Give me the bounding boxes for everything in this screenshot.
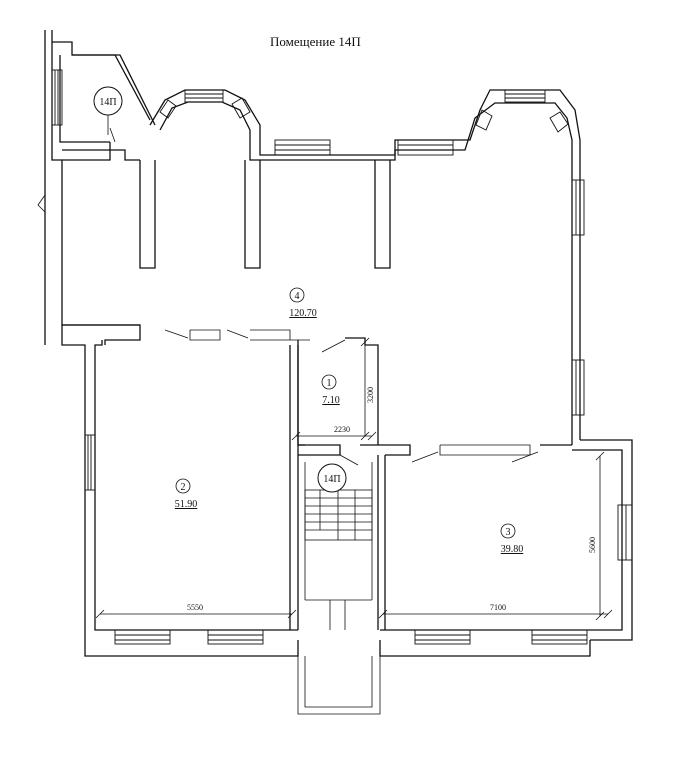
interior-walls bbox=[62, 142, 572, 630]
windows bbox=[37, 69, 633, 645]
room-number: 2 bbox=[181, 482, 186, 493]
dimension-label: 5550 bbox=[187, 603, 203, 612]
unit-tag-stair: 14П bbox=[317, 463, 347, 493]
room-area: 39.80 bbox=[501, 544, 524, 555]
unit-tag-label: 14П bbox=[323, 474, 340, 485]
room-area: 120.70 bbox=[289, 308, 317, 319]
room-number: 1 bbox=[327, 378, 332, 389]
unit-tag-top: 14П bbox=[93, 86, 123, 135]
dimension-label: 3200 bbox=[366, 387, 375, 403]
room-2: 2 51.90 bbox=[175, 478, 198, 510]
room-number: 3 bbox=[506, 527, 511, 538]
doors bbox=[109, 127, 539, 466]
dimension-label: 5600 bbox=[588, 537, 597, 553]
room-number: 4 bbox=[295, 291, 300, 302]
dimension-room3-height: 5600 bbox=[588, 451, 605, 621]
staircase bbox=[304, 489, 373, 630]
room-area: 51.90 bbox=[175, 499, 198, 510]
room-4: 4 120.70 bbox=[289, 287, 317, 319]
room-area: 7.10 bbox=[322, 395, 340, 406]
dimension-room1-width: 2230 bbox=[291, 425, 377, 441]
dimension-room1-height: 3200 bbox=[360, 337, 375, 441]
dimension-room3-width: 7100 bbox=[378, 603, 613, 619]
room-3: 3 39.80 bbox=[500, 523, 524, 555]
room-1: 1 7.10 bbox=[321, 374, 340, 406]
plan-title: Помещение 14П bbox=[270, 34, 361, 49]
unit-tag-label: 14П bbox=[99, 97, 116, 108]
dimension-room2-width: 5550 bbox=[95, 603, 297, 619]
dimension-label: 7100 bbox=[490, 603, 506, 612]
dimension-label: 2230 bbox=[334, 425, 350, 434]
outer-walls bbox=[44, 30, 633, 715]
